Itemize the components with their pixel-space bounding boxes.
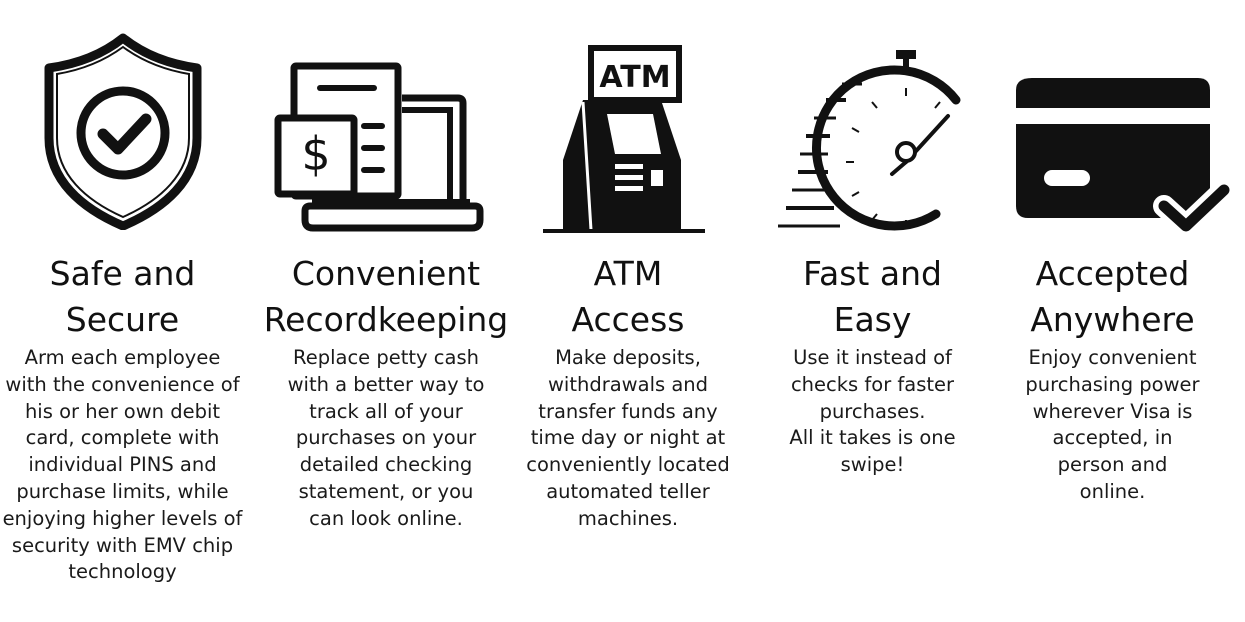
description-line: wherever Visa is <box>1032 399 1193 423</box>
description-line: his or her own debit <box>24 399 221 423</box>
description-line: Use it instead of <box>793 346 952 369</box>
icon-area <box>770 30 975 235</box>
description-line: person and <box>1057 453 1168 477</box>
description-line: track all of your <box>309 399 463 423</box>
icon-area <box>0 30 245 235</box>
description-line: All it takes is one <box>789 426 956 450</box>
feature-convenient-recordkeeping: $ Convenient Recordkeeping Replace petty… <box>262 0 510 622</box>
feature-description: Arm each employee with the convenience o… <box>0 345 245 586</box>
stopwatch-speed-icon <box>778 50 961 231</box>
description-line: technology <box>68 560 177 584</box>
description-line: Arm each employee <box>24 346 221 369</box>
description-line: conveniently located <box>526 453 730 477</box>
title-line: Easy <box>833 300 912 339</box>
atm-sign-label: ATM <box>599 60 670 95</box>
description-line: accepted, in <box>1052 426 1173 450</box>
description-line: time day or night at <box>530 426 726 450</box>
title-line: Recordkeeping <box>263 300 509 339</box>
title-line: Safe and <box>49 254 196 293</box>
feature-title: Safe and Secure <box>0 251 255 343</box>
title-line: Access <box>571 300 685 339</box>
feature-description: Use it instead of checks for faster purc… <box>770 345 975 479</box>
description-line: Replace petty cash <box>293 346 479 369</box>
description-line: transfer funds any <box>538 399 718 423</box>
description-line: swipe! <box>840 453 905 477</box>
description-line: detailed checking <box>299 453 473 477</box>
icon-area: $ <box>262 30 510 235</box>
description-line: online. <box>1079 479 1146 503</box>
description-line: purchases on your <box>295 426 477 450</box>
description-line: withdrawals and <box>547 372 709 396</box>
description-line: purchasing power <box>1025 372 1200 396</box>
description-line: enjoying higher levels of <box>2 506 243 530</box>
feature-description: Make deposits, withdrawals and transfer … <box>523 345 733 533</box>
icon-area <box>1010 30 1235 235</box>
description-line: checks for faster <box>790 372 955 396</box>
description-line: purchase limits, while <box>16 479 229 503</box>
description-line: automated teller <box>546 479 710 503</box>
description-line: machines. <box>577 506 679 530</box>
title-line: Fast and <box>803 254 942 293</box>
description-line: individual PINS and <box>28 453 217 477</box>
description-line: with a better way to <box>287 372 485 396</box>
title-line: Accepted <box>1035 254 1190 293</box>
description-line: Make deposits, <box>555 346 701 369</box>
shield-check-icon <box>44 33 202 230</box>
feature-title: Accepted Anywhere <box>1000 251 1225 343</box>
feature-title: ATM Access <box>513 251 743 343</box>
feature-title: Convenient Recordkeeping <box>252 251 520 343</box>
feature-description: Replace petty cash with a better way to … <box>262 345 510 533</box>
feature-accepted-anywhere: Accepted Anywhere Enjoy convenient purch… <box>1010 0 1235 622</box>
feature-atm-access: ATM ATM Access Make deposits, withdrawal… <box>523 0 733 622</box>
title-line: Convenient <box>291 254 481 293</box>
atm-machine-icon: ATM <box>543 45 705 233</box>
feature-safe-and-secure: Safe and Secure Arm each employee with t… <box>0 0 245 622</box>
description-line: purchases. <box>819 399 926 423</box>
description-line: card, complete with <box>25 426 220 450</box>
feature-description: Enjoy convenient purchasing power wherev… <box>1010 345 1215 506</box>
title-line: Anywhere <box>1030 300 1195 339</box>
description-line: with the convenience of <box>5 372 240 396</box>
feature-title: Fast and Easy <box>760 251 985 343</box>
svg-text:$: $ <box>301 127 330 181</box>
description-line: statement, or you <box>298 479 474 503</box>
credit-card-check-icon <box>1016 78 1235 235</box>
title-line: ATM <box>593 254 663 293</box>
icon-area: ATM <box>523 30 733 235</box>
feature-fast-and-easy: Fast and Easy Use it instead of checks f… <box>770 0 975 622</box>
description-line: Enjoy convenient <box>1028 346 1197 369</box>
recordkeeping-laptop-icon: $ <box>274 62 484 232</box>
description-line: can look online. <box>309 506 463 530</box>
description-line: security with EMV chip <box>11 533 234 557</box>
title-line: Secure <box>65 300 180 339</box>
